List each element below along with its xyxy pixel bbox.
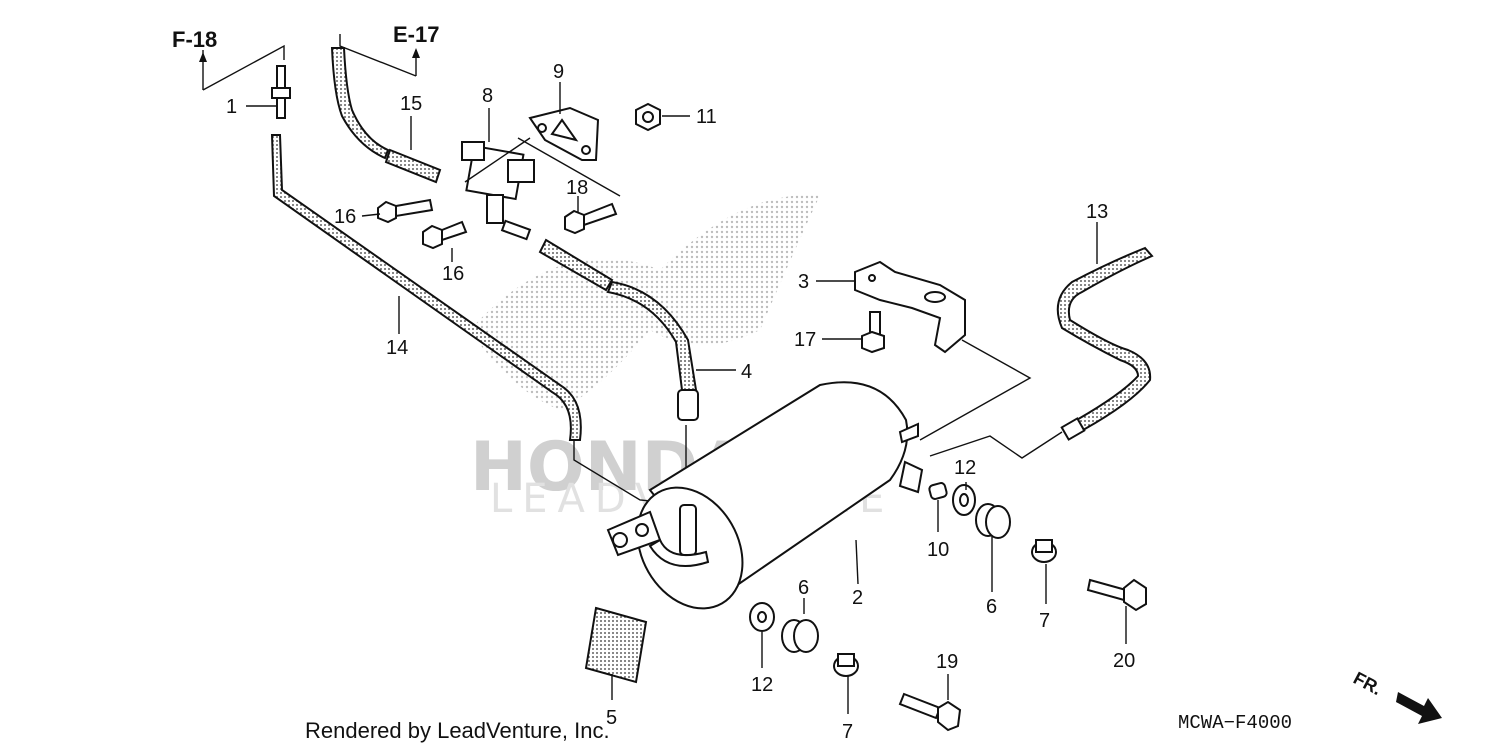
callout-12-lower: 12 xyxy=(751,674,773,696)
callout-20: 20 xyxy=(1113,650,1135,672)
credit-text: Rendered by LeadVenture, Inc. xyxy=(305,718,610,743)
front-arrow-icon xyxy=(1396,692,1442,724)
reference-f18: F-18 xyxy=(172,27,285,91)
hose-15 xyxy=(330,47,390,160)
collar-10 xyxy=(928,482,948,500)
callout-17: 17 xyxy=(794,329,816,351)
bolt-16-lower xyxy=(422,220,468,250)
callout-13: 13 xyxy=(1086,201,1108,223)
bolt-19 xyxy=(898,692,962,732)
callout-5: 5 xyxy=(606,707,617,729)
callout-19: 19 xyxy=(936,651,958,673)
callout-8: 8 xyxy=(482,85,493,107)
hose-13 xyxy=(1056,246,1154,438)
callout-leaders xyxy=(246,82,1127,714)
callout-10: 10 xyxy=(927,539,949,561)
callout-12-upper: 12 xyxy=(954,457,976,479)
bracket-3 xyxy=(854,260,966,354)
callout-16-lower: 16 xyxy=(442,263,464,285)
canister-2 xyxy=(606,381,924,610)
grommet-6-lower xyxy=(781,619,819,653)
bolt-18 xyxy=(564,202,618,235)
callout-6-right: 6 xyxy=(986,596,997,618)
joint-1 xyxy=(271,65,291,119)
bolt-17 xyxy=(861,311,885,354)
callout-2: 2 xyxy=(852,587,863,609)
front-direction-indicator: FR. xyxy=(1350,668,1442,724)
washer-12-upper xyxy=(952,484,976,516)
pad-5 xyxy=(584,606,648,684)
callout-14: 14 xyxy=(386,337,408,359)
bolt-16-upper xyxy=(377,198,434,224)
callout-6-lower: 6 xyxy=(798,577,809,599)
bolt-20 xyxy=(1086,578,1147,612)
callout-7-lower: 7 xyxy=(842,721,853,743)
grommet-6-upper xyxy=(975,503,1011,539)
callout-18: 18 xyxy=(566,177,588,199)
diagram-code: MCWA−F4000 xyxy=(1178,712,1292,734)
hose-4 xyxy=(538,238,614,292)
hose-15-end xyxy=(384,148,442,184)
collar-7-lower xyxy=(833,653,859,677)
callout-numbers: 1 15 8 9 11 16 16 18 3 17 4 13 14 2 12 1… xyxy=(226,61,1135,743)
callout-4: 4 xyxy=(741,361,752,383)
svg-text:F-18: F-18 xyxy=(172,27,217,52)
washer-12-lower xyxy=(749,602,775,632)
hose-14 xyxy=(270,134,582,441)
callout-9: 9 xyxy=(553,61,564,83)
callout-3: 3 xyxy=(798,271,809,293)
collar-7-right xyxy=(1031,539,1057,563)
callout-11: 11 xyxy=(696,106,717,128)
svg-text:E-17: E-17 xyxy=(393,22,439,47)
callout-1: 1 xyxy=(226,96,237,118)
nut-11 xyxy=(635,102,661,132)
callout-7-right: 7 xyxy=(1039,610,1050,632)
front-label: FR. xyxy=(1350,668,1385,699)
reference-e17: E-17 xyxy=(339,22,439,77)
bracket-9 xyxy=(528,106,600,161)
purge-valve-8 xyxy=(461,141,535,241)
callout-15: 15 xyxy=(400,93,422,115)
callout-16-upper: 16 xyxy=(334,206,356,228)
